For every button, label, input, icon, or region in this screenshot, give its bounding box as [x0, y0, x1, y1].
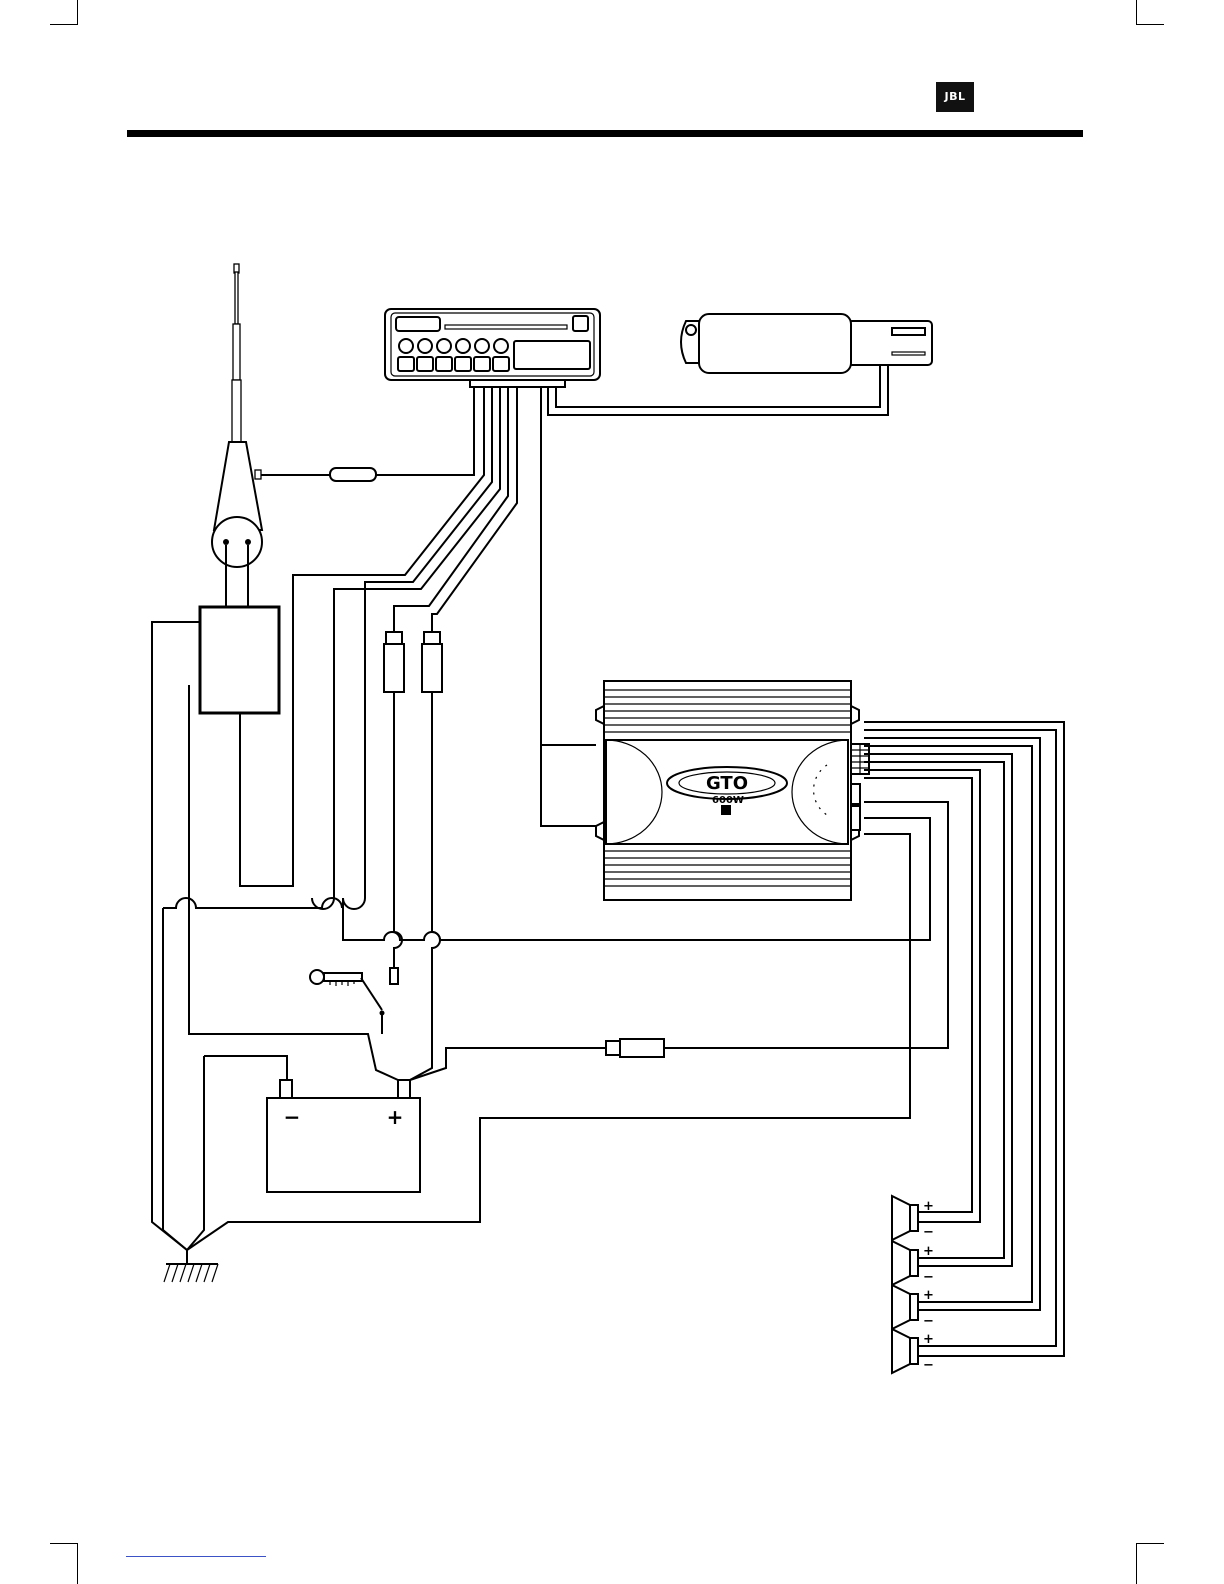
speaker-3: + −	[892, 1285, 934, 1329]
speaker-2-minus-label: −	[923, 1270, 934, 1285]
speaker-4-plus-label: +	[923, 1332, 934, 1347]
speaker-2-plus-label: +	[923, 1244, 934, 1259]
ignition-key	[310, 970, 385, 1034]
speaker-3-minus-label: −	[923, 1314, 934, 1329]
speaker-1-minus-label: −	[923, 1225, 934, 1240]
speaker-1: + −	[892, 1196, 934, 1240]
speaker-1-plus-label: +	[923, 1199, 934, 1214]
power-antenna	[212, 264, 262, 567]
amplifier-power-label: 600W	[712, 795, 744, 806]
antenna-relay-box	[200, 607, 279, 713]
cd-changer	[681, 314, 932, 373]
ignition-contact	[390, 968, 398, 984]
fuse-holder-cap-2	[424, 632, 440, 644]
amplifier-model-label: GTO	[706, 773, 748, 794]
head-unit	[385, 309, 600, 387]
speaker-3-plus-label: +	[923, 1288, 934, 1303]
battery-positive-label: +	[387, 1105, 404, 1129]
speaker-4-minus-label: −	[923, 1358, 934, 1373]
main-fuse-holder	[620, 1039, 664, 1057]
fuse-holder-2	[422, 644, 442, 692]
antenna-inline-connector	[330, 468, 376, 481]
amplifier: GTO 600W	[596, 681, 869, 900]
battery: − +	[267, 1080, 420, 1192]
chassis-ground-symbol	[164, 1250, 218, 1282]
main-fuse-cap	[606, 1041, 620, 1055]
fuse-holder-1	[384, 644, 404, 692]
fuse-holder-cap-1	[386, 632, 402, 644]
speaker-2: + −	[892, 1241, 934, 1285]
speaker-4: + −	[892, 1329, 934, 1373]
battery-negative-label: −	[284, 1105, 301, 1129]
